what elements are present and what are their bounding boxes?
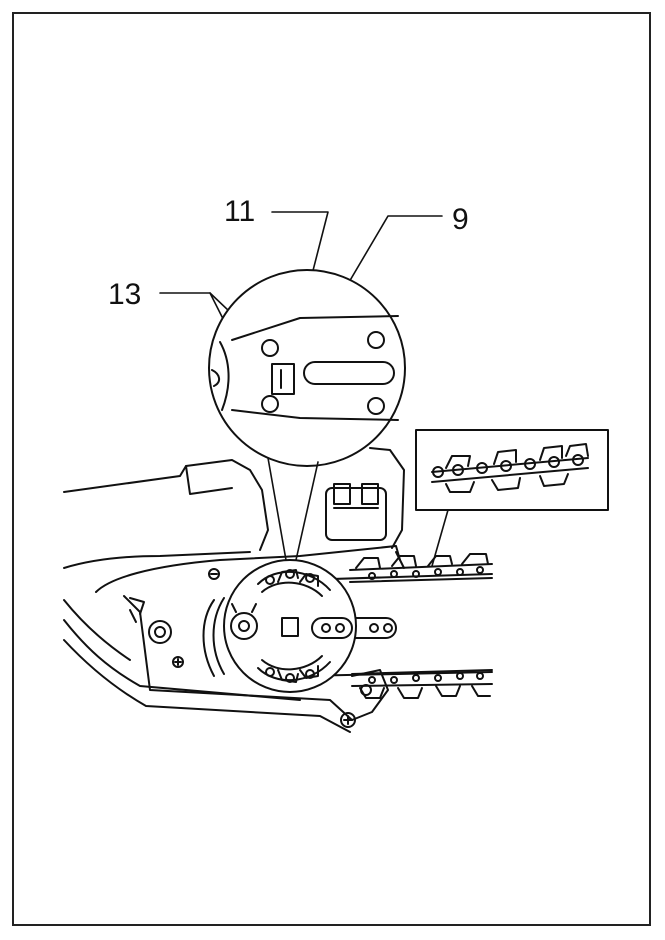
chain-detail-box [415,429,609,511]
callout-13-label: 13 [108,278,141,311]
magnified-detail-upper [208,269,406,467]
front-plate [340,551,405,728]
chainsaw-body [63,447,405,733]
magnified-detail-sprocket [223,559,357,693]
callout-9-label: 9 [452,203,469,236]
callout-11-label: 11 [224,195,255,228]
magnifier-connector-right [295,461,319,561]
magnifier-connector-left [267,457,287,561]
chain-links-detail [432,443,589,493]
